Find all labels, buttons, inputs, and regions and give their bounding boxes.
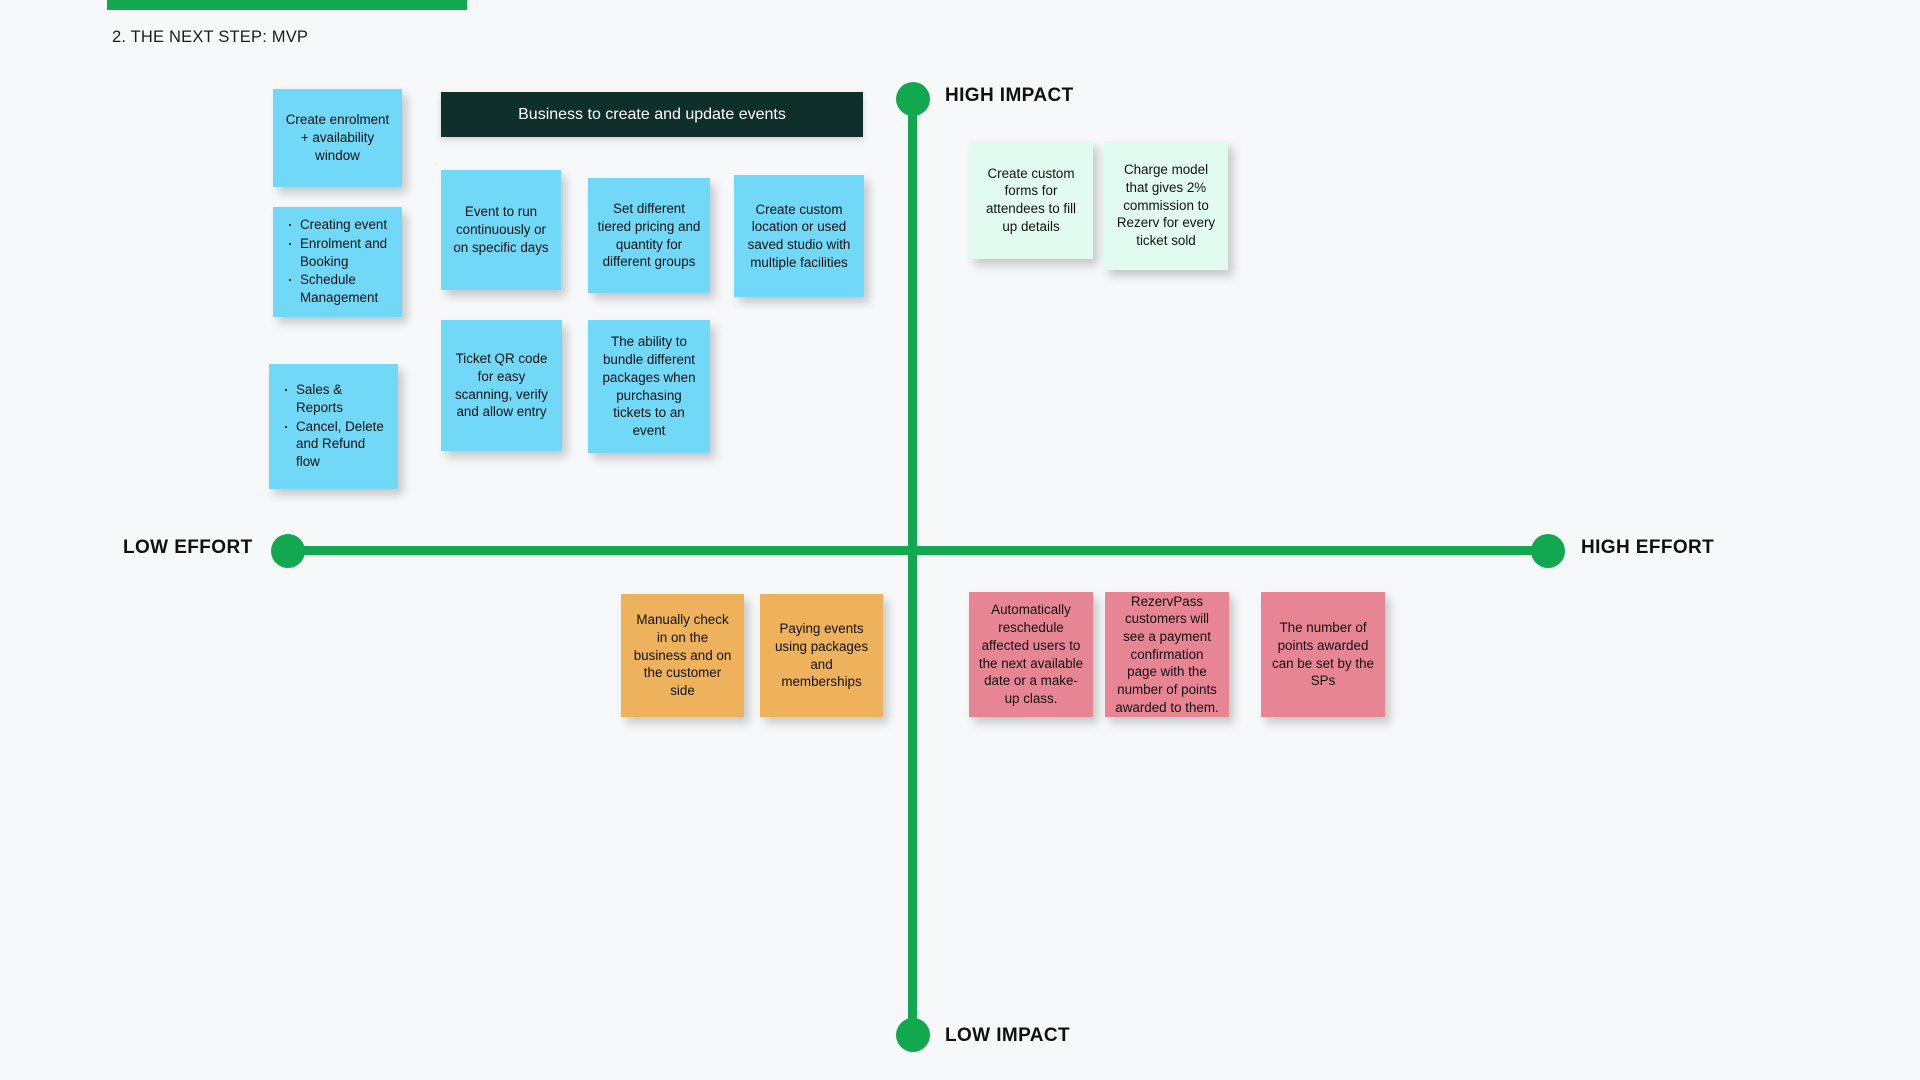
note-text: Set different tiered pricing and quantit…: [597, 201, 701, 270]
accent-top-bar: [107, 0, 467, 10]
note-text: Ticket QR code for easy scanning, verify…: [454, 351, 549, 420]
note-text: Paying events using packages and members…: [774, 621, 869, 690]
note-bullet-item: Sales & Reports: [283, 379, 389, 417]
note-custom-location[interactable]: Create custom location or used saved stu…: [734, 175, 864, 297]
axis-label-high-effort: HIGH EFFORT: [1581, 537, 1715, 558]
high-effort-knob-icon: [1531, 534, 1565, 568]
note-tiered-pricing[interactable]: Set different tiered pricing and quantit…: [588, 178, 710, 293]
note-manual-check-in[interactable]: Manually check in on the business and on…: [621, 594, 744, 717]
note-event-run-continuously[interactable]: Event to run continuously or on specific…: [441, 170, 561, 290]
note-rezervpass-confirmation[interactable]: RezervPass customers will see a payment …: [1105, 592, 1229, 717]
low-effort-knob-icon: [271, 534, 305, 568]
note-bullet-item: Cancel, Delete and Refund flow: [283, 416, 389, 471]
note-bullet-item: Enrolment and Booking: [287, 233, 393, 271]
note-points-set-by-sps[interactable]: The number of points awarded can be set …: [1261, 592, 1385, 717]
note-bullet-item: Schedule Management: [287, 269, 393, 307]
note-text: Charge model that gives 2% commission to…: [1116, 162, 1216, 249]
note-bullet-list: Creating event Enrolment and Booking Sch…: [282, 214, 393, 308]
effort-axis-line: [285, 546, 1545, 555]
low-impact-knob-icon: [896, 1018, 930, 1052]
impact-axis-line: [908, 96, 917, 1036]
note-auto-reschedule[interactable]: Automatically reschedule affected users …: [969, 592, 1093, 717]
note-sales-reports-list[interactable]: Sales & Reports Cancel, Delete and Refun…: [269, 364, 398, 489]
banner-business-create-update-events: Business to create and update events: [441, 92, 863, 137]
note-text: Create enrolment + availability window: [285, 112, 390, 163]
note-bullet-list: Sales & Reports Cancel, Delete and Refun…: [278, 379, 389, 472]
note-text: Automatically reschedule affected users …: [978, 602, 1084, 706]
axis-label-low-impact: LOW IMPACT: [945, 1025, 1071, 1046]
note-bullet-item: Creating event: [287, 214, 393, 235]
note-text: The number of points awarded can be set …: [1272, 620, 1374, 689]
note-bundle-packages[interactable]: The ability to bundle different packages…: [588, 320, 710, 453]
note-create-enrolment-window[interactable]: Create enrolment + availability window: [273, 89, 402, 187]
note-text: Manually check in on the business and on…: [633, 612, 732, 699]
note-charge-model-commission[interactable]: Charge model that gives 2% commission to…: [1104, 141, 1228, 270]
note-creating-event-list[interactable]: Creating event Enrolment and Booking Sch…: [273, 207, 402, 317]
high-impact-knob-icon: [896, 82, 930, 116]
note-ticket-qr-code[interactable]: Ticket QR code for easy scanning, verify…: [441, 320, 562, 451]
note-text: Create custom location or used saved stu…: [747, 201, 851, 270]
page-title: 2. THE NEXT STEP: MVP: [112, 28, 309, 46]
note-text: The ability to bundle different packages…: [602, 334, 696, 438]
axis-label-low-effort: LOW EFFORT: [123, 537, 253, 558]
note-text: Event to run continuously or on specific…: [453, 204, 549, 255]
axis-label-high-impact: HIGH IMPACT: [945, 85, 1074, 106]
note-paying-events-packages[interactable]: Paying events using packages and members…: [760, 594, 883, 717]
note-custom-forms[interactable]: Create custom forms for attendees to fil…: [969, 141, 1093, 259]
note-text: Create custom forms for attendees to fil…: [985, 165, 1077, 234]
note-text: RezervPass customers will see a payment …: [1115, 593, 1219, 715]
